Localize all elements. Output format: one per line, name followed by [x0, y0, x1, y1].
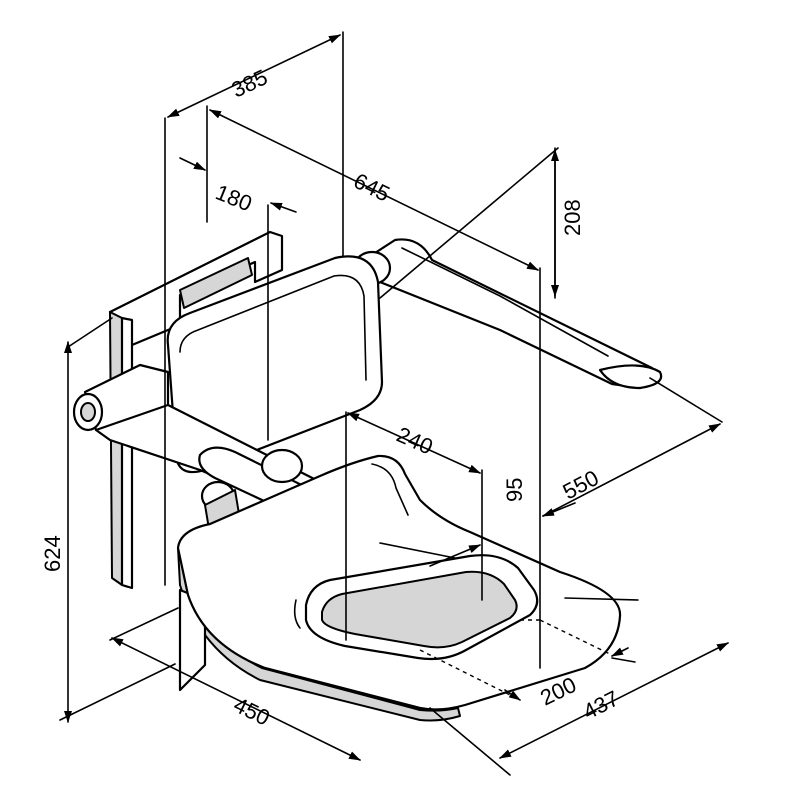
- dim-line-437: [499, 642, 729, 759]
- backrest-inner: [179, 274, 367, 381]
- dim-line-95-a: [429, 544, 481, 567]
- backrest: [166, 255, 384, 474]
- right-armrest: [350, 238, 659, 390]
- extension-lines: [59, 31, 723, 776]
- dimension-lines: [64, 34, 729, 761]
- wall-strip: [109, 311, 123, 586]
- wall-strip-front: [120, 316, 134, 590]
- dim-label-645: 645: [350, 168, 394, 207]
- dim-label-240: 240: [393, 422, 437, 460]
- dim-line-450: [111, 637, 361, 761]
- seat-cutout-inner: [321, 570, 518, 649]
- right-armrest-end: [598, 364, 663, 390]
- dim-label-95: 95: [502, 478, 527, 502]
- dim-line-645: [209, 109, 539, 271]
- dim-label-437: 437: [579, 686, 623, 725]
- seat-hinge-right: [260, 448, 304, 484]
- dim-line-550: [542, 423, 721, 517]
- dim-line-240: [347, 412, 481, 474]
- dim-label-180: 180: [212, 179, 255, 216]
- dim-label-550: 550: [559, 465, 603, 504]
- dim-line-180-a: [179, 157, 206, 171]
- dim-label-624: 624: [40, 535, 65, 572]
- dim-label-208: 208: [560, 199, 585, 236]
- left-hinge-cap-inner: [80, 402, 96, 422]
- dim-line-200-b: [611, 647, 629, 657]
- dim-line-385: [167, 34, 341, 118]
- dim-line-180-b: [270, 202, 297, 213]
- seat-contour: [293, 599, 301, 629]
- dim-label-450: 450: [230, 692, 274, 731]
